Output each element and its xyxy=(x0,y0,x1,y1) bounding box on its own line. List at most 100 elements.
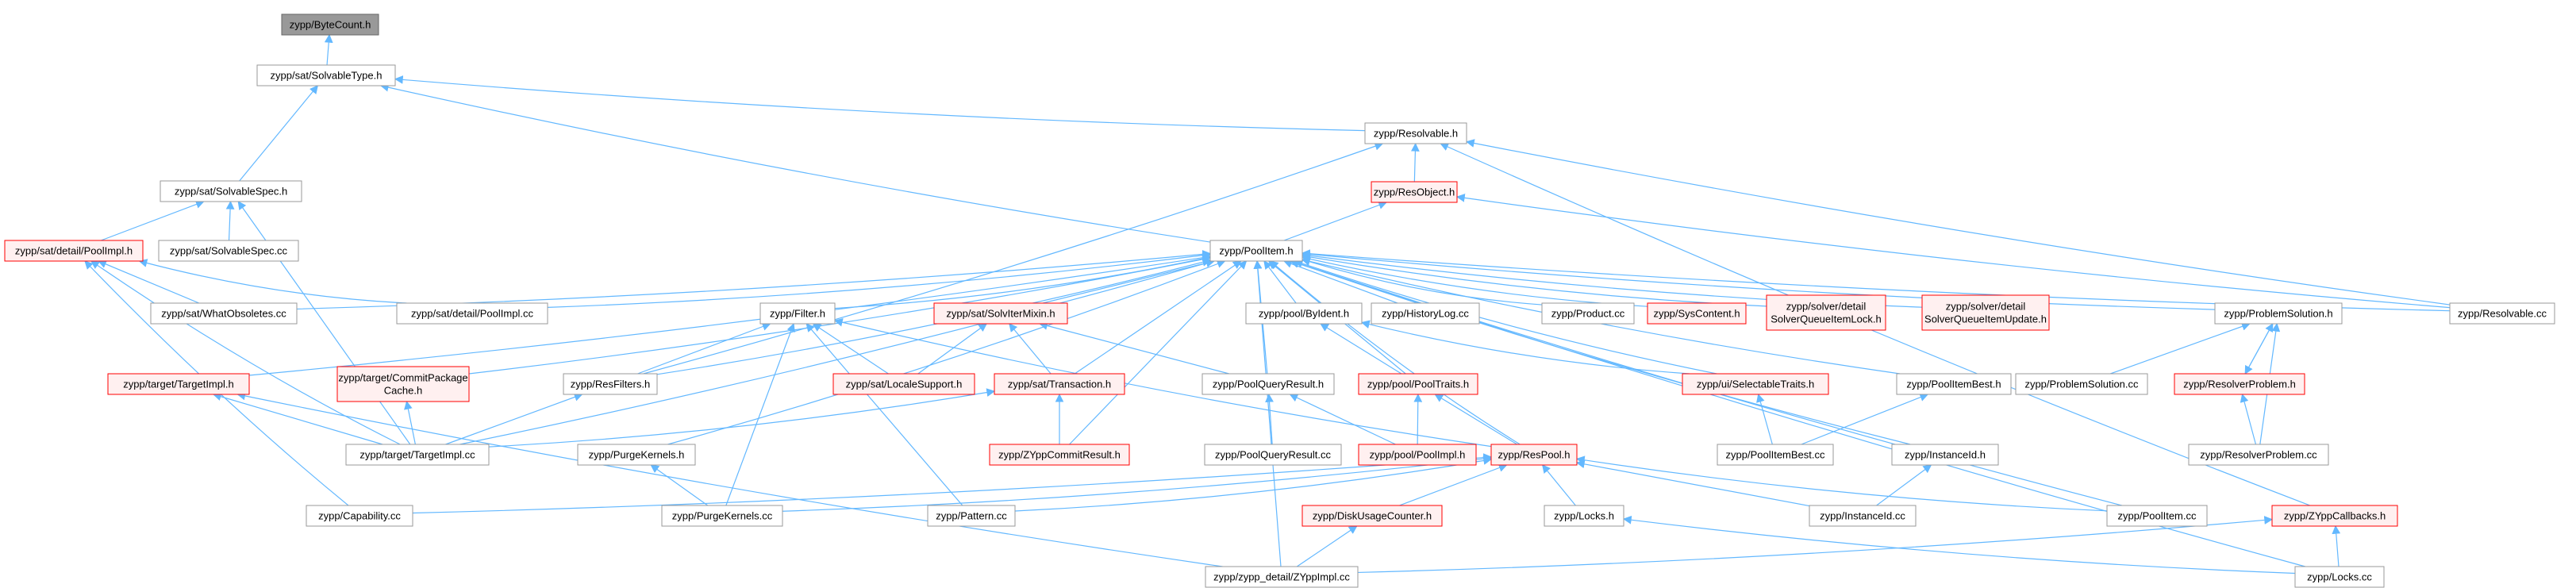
node-resolverproblem_h[interactable]: zypp/ResolverProblem.h xyxy=(2174,373,2305,395)
node-box xyxy=(2294,566,2385,588)
node-probsol_h[interactable]: zypp/ProblemSolution.h xyxy=(2214,302,2343,325)
node-label: zypp/sat/LocaleSupport.h xyxy=(846,379,963,390)
node-label: zypp/ResolverProblem.cc xyxy=(2200,449,2317,461)
edge-diskusage-to-respool xyxy=(1399,463,1508,506)
node-solvitermixin[interactable]: zypp/sat/SolvIterMixin.h xyxy=(933,302,1068,325)
node-box xyxy=(1364,122,1467,144)
node-box xyxy=(1371,181,1458,203)
node-label: zypp/PurgeKernels.h xyxy=(589,449,685,461)
node-respool[interactable]: zypp/ResPool.h xyxy=(1490,444,1578,466)
node-solvspec_cc[interactable]: zypp/sat/SolvableSpec.cc xyxy=(158,240,299,262)
edge-resolvable_h-to-solvtype xyxy=(394,75,1366,132)
node-poolitembest_h[interactable]: zypp/PoolItemBest.h xyxy=(1896,373,2012,395)
node-box xyxy=(2214,302,2343,325)
node-box xyxy=(1647,302,1747,325)
edge-selectabletraits-to-poolitem_h xyxy=(1294,259,1717,375)
node-zyppcommitresult[interactable]: zypp/ZYppCommitResult.h xyxy=(989,444,1130,466)
node-solvspec_h[interactable]: zypp/sat/SolvableSpec.h xyxy=(160,180,302,202)
node-label: zypp/sat/SolvableType.h xyxy=(271,70,383,82)
edge-purgekernels_cc-to-filter xyxy=(725,322,795,506)
node-box xyxy=(933,302,1068,325)
node-filter[interactable]: zypp/Filter.h xyxy=(759,302,836,325)
edge-resfilters-to-poolitem_h xyxy=(656,258,1212,375)
node-localesupport[interactable]: zypp/sat/LocaleSupport.h xyxy=(832,373,975,395)
node-label: zypp/Resolvable.cc xyxy=(2458,308,2547,320)
node-whatobs[interactable]: zypp/sat/WhatObsoletes.cc xyxy=(150,302,298,325)
node-locks_cc[interactable]: zypp/Locks.cc xyxy=(2294,566,2385,588)
node-resfilters[interactable]: zypp/ResFilters.h xyxy=(563,373,658,395)
node-diskusage[interactable]: zypp/DiskUsageCounter.h xyxy=(1301,505,1443,527)
node-box xyxy=(4,240,144,262)
edge-poolitem_h-to-resobject xyxy=(1283,201,1388,241)
node-box xyxy=(150,302,298,325)
node-purgekernels_cc[interactable]: zypp/PurgeKernels.cc xyxy=(661,505,783,527)
node-label: zypp/ResPool.h xyxy=(1498,449,1570,461)
edge-poolqueryresult_h-to-solvitermixin xyxy=(1039,321,1229,375)
edge-targetimpl_cc-to-poolimpl_sat xyxy=(90,260,401,445)
edge-transaction-to-poolitem_h xyxy=(1074,260,1242,375)
node-label: zypp/Locks.h xyxy=(1554,510,1614,522)
edge-localesupport-to-solvitermixin xyxy=(917,323,988,375)
node-targetimpl_h[interactable]: zypp/target/TargetImpl.h xyxy=(107,373,250,395)
node-transaction[interactable]: zypp/sat/Transaction.h xyxy=(994,373,1125,395)
node-box xyxy=(759,302,836,325)
node-locks_h[interactable]: zypp/Locks.h xyxy=(1544,505,1624,527)
edge-poolimpl_pool-to-poolqueryresult_h xyxy=(1289,394,1396,445)
node-label: zypp/PurgeKernels.cc xyxy=(672,510,773,522)
node-syscontent[interactable]: zypp/SysContent.h xyxy=(1647,302,1747,325)
edge-resolvable_cc-to-resolvable_h xyxy=(1465,139,2451,306)
edge-byident-to-poolitem_h xyxy=(1263,260,1297,304)
node-historylog[interactable]: zypp/HistoryLog.cc xyxy=(1371,302,1480,325)
node-box xyxy=(1209,240,1303,262)
node-label: zypp/ProblemSolution.cc xyxy=(2024,379,2139,390)
node-resobject[interactable]: zypp/ResObject.h xyxy=(1371,181,1458,203)
edge-locks_h-to-respool xyxy=(1541,464,1576,506)
node-label: zypp/sat/WhatObsoletes.cc xyxy=(161,308,286,320)
edge-targetimpl_h-to-poolitem_h xyxy=(248,253,1212,376)
edge-purgekernels_h-to-poolitem_h xyxy=(667,259,1226,445)
node-label: zypp/SysContent.h xyxy=(1653,308,1740,320)
node-label: zypp/InstanceId.cc xyxy=(1820,510,1905,522)
node-sqiupdate[interactable]: zypp/solver/detailSolverQueueItemUpdate.… xyxy=(1921,294,2050,331)
node-instanceid_h[interactable]: zypp/InstanceId.h xyxy=(1891,444,1999,466)
node-pattern[interactable]: zypp/Pattern.cc xyxy=(927,505,1016,527)
edge-whatobs-to-poolimpl_sat xyxy=(98,259,200,304)
node-zyppcallbacks[interactable]: zypp/ZYppCallbacks.h xyxy=(2271,505,2398,527)
node-targetimpl_cc[interactable]: zypp/target/TargetImpl.cc xyxy=(345,444,490,466)
node-poolimpl_cc[interactable]: zypp/sat/detail/PoolImpl.cc xyxy=(396,302,548,325)
node-poolitem_cc[interactable]: zypp/PoolItem.cc xyxy=(2106,505,2208,527)
node-resolvable_cc[interactable]: zypp/Resolvable.cc xyxy=(2449,302,2555,325)
node-resolverproblem_cc[interactable]: zypp/ResolverProblem.cc xyxy=(2188,444,2329,466)
node-byident[interactable]: zypp/pool/ByIdent.h xyxy=(1245,302,1363,325)
node-instanceid_cc[interactable]: zypp/InstanceId.cc xyxy=(1809,505,1917,527)
node-box xyxy=(2174,373,2305,395)
node-poolqueryresult_h[interactable]: zypp/PoolQueryResult.h xyxy=(1201,373,1335,395)
node-zyppimpl[interactable]: zypp/zypp_detail/ZYppImpl.cc xyxy=(1205,566,1359,588)
node-poolimpl_sat[interactable]: zypp/sat/detail/PoolImpl.h xyxy=(4,240,144,262)
node-label: zypp/solver/detail xyxy=(1786,301,1867,313)
node-poolimpl_pool[interactable]: zypp/pool/PoolImpl.h xyxy=(1358,444,1477,466)
node-pooltraits[interactable]: zypp/pool/PoolTraits.h xyxy=(1358,373,1478,395)
node-box xyxy=(256,64,396,86)
node-selectabletraits[interactable]: zypp/ui/SelectableTraits.h xyxy=(1682,373,1829,395)
node-label: zypp/ZYppCommitResult.h xyxy=(998,449,1121,461)
node-box xyxy=(396,302,548,325)
node-solvtype[interactable]: zypp/sat/SolvableType.h xyxy=(256,64,396,86)
node-label: zypp/HistoryLog.cc xyxy=(1382,308,1469,320)
node-purgekernels_h[interactable]: zypp/PurgeKernels.h xyxy=(577,444,696,466)
node-capability[interactable]: zypp/Capability.cc xyxy=(306,505,413,527)
node-poolitem_h[interactable]: zypp/PoolItem.h xyxy=(1209,240,1303,262)
node-label: zypp/Locks.cc xyxy=(2307,571,2372,583)
node-resolvable_h[interactable]: zypp/Resolvable.h xyxy=(1364,122,1467,144)
node-label: zypp/sat/detail/PoolImpl.cc xyxy=(411,308,533,320)
node-probsol_cc[interactable]: zypp/ProblemSolution.cc xyxy=(2015,373,2148,395)
edge-zyppcallbacks-to-resolvable_h xyxy=(1440,143,2310,506)
node-poolitembest_cc[interactable]: zypp/PoolItemBest.cc xyxy=(1717,444,1834,466)
node-bytecount[interactable]: zypp/ByteCount.h xyxy=(281,13,379,36)
node-product[interactable]: zypp/Product.cc xyxy=(1541,302,1635,325)
edge-zyppimpl-to-targetimpl_h xyxy=(236,391,1223,567)
node-poolqueryresult_cc[interactable]: zypp/PoolQueryResult.cc xyxy=(1204,444,1342,466)
edge-whatobs-to-poolitem_h xyxy=(296,250,1212,310)
